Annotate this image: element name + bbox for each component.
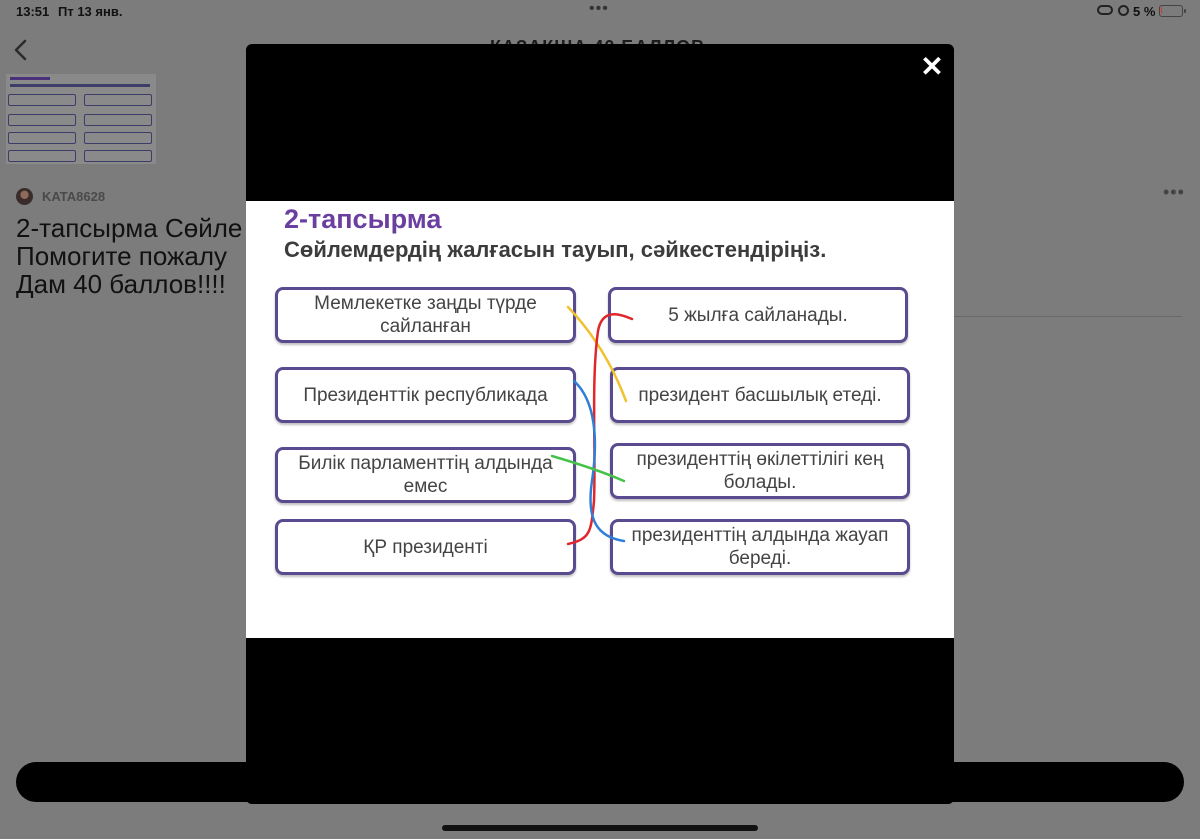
left-item: Билік парламенттің алдында емес	[275, 447, 576, 503]
task-number: 2-тапсырма	[284, 204, 442, 234]
connection-line-green	[550, 454, 626, 483]
left-item: Мемлекетке заңды түрде сайланған	[275, 287, 576, 343]
close-icon[interactable]: ✕	[920, 51, 944, 82]
connection-line-yellow	[566, 305, 628, 403]
battery-icon	[1159, 5, 1186, 17]
home-indicator[interactable]	[442, 825, 758, 831]
divider	[954, 316, 1182, 317]
left-item: Президенттік республикада	[275, 367, 576, 423]
username[interactable]: KATA8628	[42, 189, 106, 204]
status-bar: 13:51 Пт 13 янв. ••• 5 %	[0, 0, 1200, 26]
right-item: президенттің өкілеттілігі кең болады.	[610, 443, 910, 499]
connection-line-red	[566, 313, 634, 546]
question-image-thumbnail[interactable]	[6, 74, 156, 164]
more-options-icon[interactable]: •••	[1163, 182, 1185, 202]
question-text: 2-тапсырма Сөйле Помогите пожалу Дам 40 …	[16, 214, 256, 298]
question-line: Помогите пожалу	[16, 241, 228, 271]
task-image: 2-тапсырма Сөйлемдердің жалғасын тауып, …	[246, 201, 954, 638]
status-time: 13:51	[16, 4, 50, 19]
back-arrow-icon[interactable]	[12, 38, 32, 62]
battery-percent: 5 %	[1133, 4, 1156, 19]
connection-line-blue	[572, 379, 626, 543]
right-item: президент басшылық етеді.	[610, 367, 910, 423]
battery-fill	[1161, 7, 1162, 14]
multitasking-dots-icon[interactable]: •••	[589, 0, 609, 17]
left-item: ҚР президенті	[275, 519, 576, 575]
rotation-lock-icon	[1118, 5, 1129, 16]
status-date: Пт 13 янв.	[58, 4, 123, 19]
right-item: президенттің алдында жауап береді.	[610, 519, 910, 575]
link-icon	[1097, 5, 1113, 15]
question-line: 2-тапсырма Сөйле	[16, 214, 243, 243]
right-item: 5 жылға сайланады.	[608, 287, 908, 343]
task-instruction: Сөйлемдердің жалғасын тауып, сәйкестенді…	[284, 237, 827, 262]
avatar[interactable]	[16, 188, 33, 205]
connection-lines	[550, 305, 634, 546]
question-line: Дам 40 баллов!!!!	[16, 269, 226, 298]
